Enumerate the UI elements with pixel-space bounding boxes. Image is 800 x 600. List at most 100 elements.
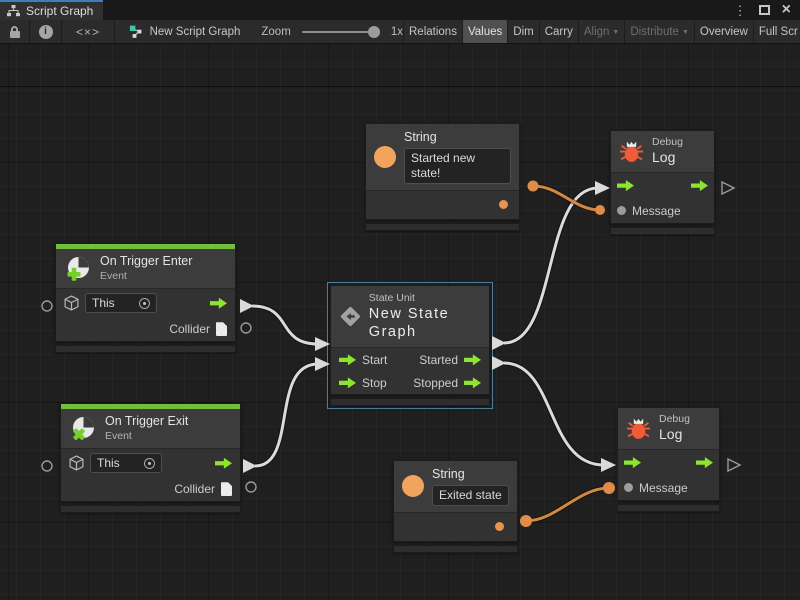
graph-name-label: New Script Graph <box>149 25 241 38</box>
carry-button[interactable]: Carry <box>538 20 578 43</box>
values-button[interactable]: Values <box>461 20 508 43</box>
enter-out-arrow[interactable] <box>240 299 254 313</box>
kebab-menu-icon[interactable]: ⋮ <box>733 2 747 18</box>
node-debug-log-top[interactable]: Debug Log Message <box>610 130 715 235</box>
node-debug-log-bottom[interactable]: Debug Log Message <box>617 407 720 512</box>
align-dropdown[interactable]: Align▼ <box>577 20 625 43</box>
node-footer <box>393 544 518 553</box>
this-target-field[interactable]: This <box>90 453 162 474</box>
info-button[interactable]: i <box>30 20 62 43</box>
stopped-out-port[interactable] <box>464 377 481 389</box>
debug-bottom-in-arrow[interactable] <box>601 458 616 472</box>
wire-enter-to-start[interactable] <box>251 304 319 346</box>
bug-icon <box>627 418 650 439</box>
state-unit-icon <box>340 307 360 327</box>
event-accent-bar <box>56 244 235 249</box>
distribute-dropdown[interactable]: Distribute▼ <box>624 20 694 43</box>
node-subtitle: Event <box>105 429 132 442</box>
string-top-wire-knob[interactable] <box>527 180 539 192</box>
cube-icon <box>64 295 79 311</box>
zoom-value: 1x <box>390 25 403 38</box>
target-picker-icon[interactable] <box>139 297 150 309</box>
dim-button[interactable]: Dim <box>507 20 538 43</box>
node-title: New State Graph <box>368 306 450 341</box>
lock-button[interactable] <box>0 20 30 43</box>
node-on-trigger-enter[interactable]: On Trigger Enter Event This <box>55 243 236 353</box>
code-view-button[interactable]: <×> <box>62 20 115 43</box>
debug-top-unconnected-out[interactable] <box>721 180 736 196</box>
wire-stopped-to-debug-bottom[interactable] <box>503 361 605 467</box>
collider-port-label: Collider <box>174 482 215 497</box>
chevron-down-icon: ▼ <box>612 29 620 36</box>
graph-icon <box>129 25 142 38</box>
wire-string-bottom-to-message[interactable] <box>525 486 610 523</box>
string-out-port[interactable] <box>499 200 508 210</box>
message-in-port[interactable] <box>617 206 626 216</box>
tab-script-graph[interactable]: Script Graph <box>0 0 104 20</box>
flow-in-port[interactable] <box>617 180 634 192</box>
relations-button[interactable]: Relations <box>403 20 462 43</box>
overview-button[interactable]: Overview <box>693 20 753 43</box>
debug-bottom-message-knob[interactable] <box>603 482 615 494</box>
node-type-label: State Unit <box>368 292 415 304</box>
string-value-field[interactable]: Exited state <box>432 484 509 506</box>
enter-collider-port[interactable] <box>240 322 252 334</box>
node-footer <box>365 222 520 231</box>
close-icon[interactable]: × <box>781 1 791 18</box>
fullscreen-button[interactable]: Full Scr <box>752 20 800 43</box>
node-on-trigger-exit[interactable]: On Trigger Exit Event This <box>60 403 241 513</box>
graph-toolbar: i <×> New Script Graph Zoom 1x Relations… <box>0 20 800 44</box>
zoom-slider[interactable] <box>301 25 380 38</box>
node-title: Log <box>659 426 683 443</box>
stopped-port-label: Stopped <box>413 375 458 390</box>
debug-top-in-arrow[interactable] <box>595 181 610 195</box>
flow-out-port[interactable] <box>215 457 232 469</box>
node-string-bottom[interactable]: String Exited state <box>393 460 518 553</box>
this-target-field[interactable]: This <box>85 293 157 314</box>
target-picker-icon[interactable] <box>144 457 155 469</box>
string-out-port[interactable] <box>495 522 504 532</box>
file-icon[interactable] <box>221 482 232 497</box>
stopped-out-arrow[interactable] <box>492 356 506 370</box>
stop-in-port[interactable] <box>339 377 356 389</box>
exit-collider-port[interactable] <box>245 481 257 493</box>
event-enter-icon <box>67 256 89 281</box>
start-port-label: Start <box>362 352 388 367</box>
node-footer <box>330 398 490 407</box>
node-title: String <box>432 467 465 481</box>
flow-out-port[interactable] <box>210 297 227 309</box>
chevron-down-icon: ▼ <box>681 29 689 36</box>
flow-out-port[interactable] <box>696 457 713 469</box>
enter-target-port[interactable] <box>41 300 53 312</box>
flow-out-port[interactable] <box>691 180 708 192</box>
node-title: On Trigger Enter <box>100 254 193 268</box>
zoom-slider-handle[interactable] <box>367 25 380 38</box>
maximize-icon[interactable] <box>758 5 770 15</box>
started-out-port[interactable] <box>464 354 481 366</box>
flow-in-port[interactable] <box>624 457 641 469</box>
message-port-label: Message <box>639 480 688 495</box>
debug-top-message-knob[interactable] <box>595 205 605 215</box>
node-state-unit[interactable]: State Unit New State Graph Start Started <box>327 282 493 410</box>
event-accent-bar <box>61 404 240 409</box>
node-title: On Trigger Exit <box>105 414 189 428</box>
debug-bottom-unconnected-out[interactable] <box>727 457 742 473</box>
node-subtitle: Event <box>100 269 127 282</box>
string-bottom-wire-knob[interactable] <box>520 515 532 527</box>
file-icon[interactable] <box>216 322 227 337</box>
node-footer <box>610 226 715 235</box>
graph-canvas[interactable]: On Trigger Enter Event This <box>0 44 800 600</box>
wire-exit-to-stop[interactable] <box>254 362 319 468</box>
string-icon <box>374 145 396 168</box>
node-footer <box>617 503 720 512</box>
string-value-field[interactable]: Started new state! <box>404 147 511 184</box>
exit-target-port[interactable] <box>41 460 53 472</box>
bug-icon <box>620 141 643 162</box>
start-in-port[interactable] <box>339 354 356 366</box>
node-string-top[interactable]: String Started new state! <box>365 123 520 231</box>
exit-out-arrow[interactable] <box>243 459 257 473</box>
wire-string-top-to-message[interactable] <box>532 184 601 212</box>
started-out-arrow[interactable] <box>492 336 506 350</box>
message-in-port[interactable] <box>624 483 633 493</box>
